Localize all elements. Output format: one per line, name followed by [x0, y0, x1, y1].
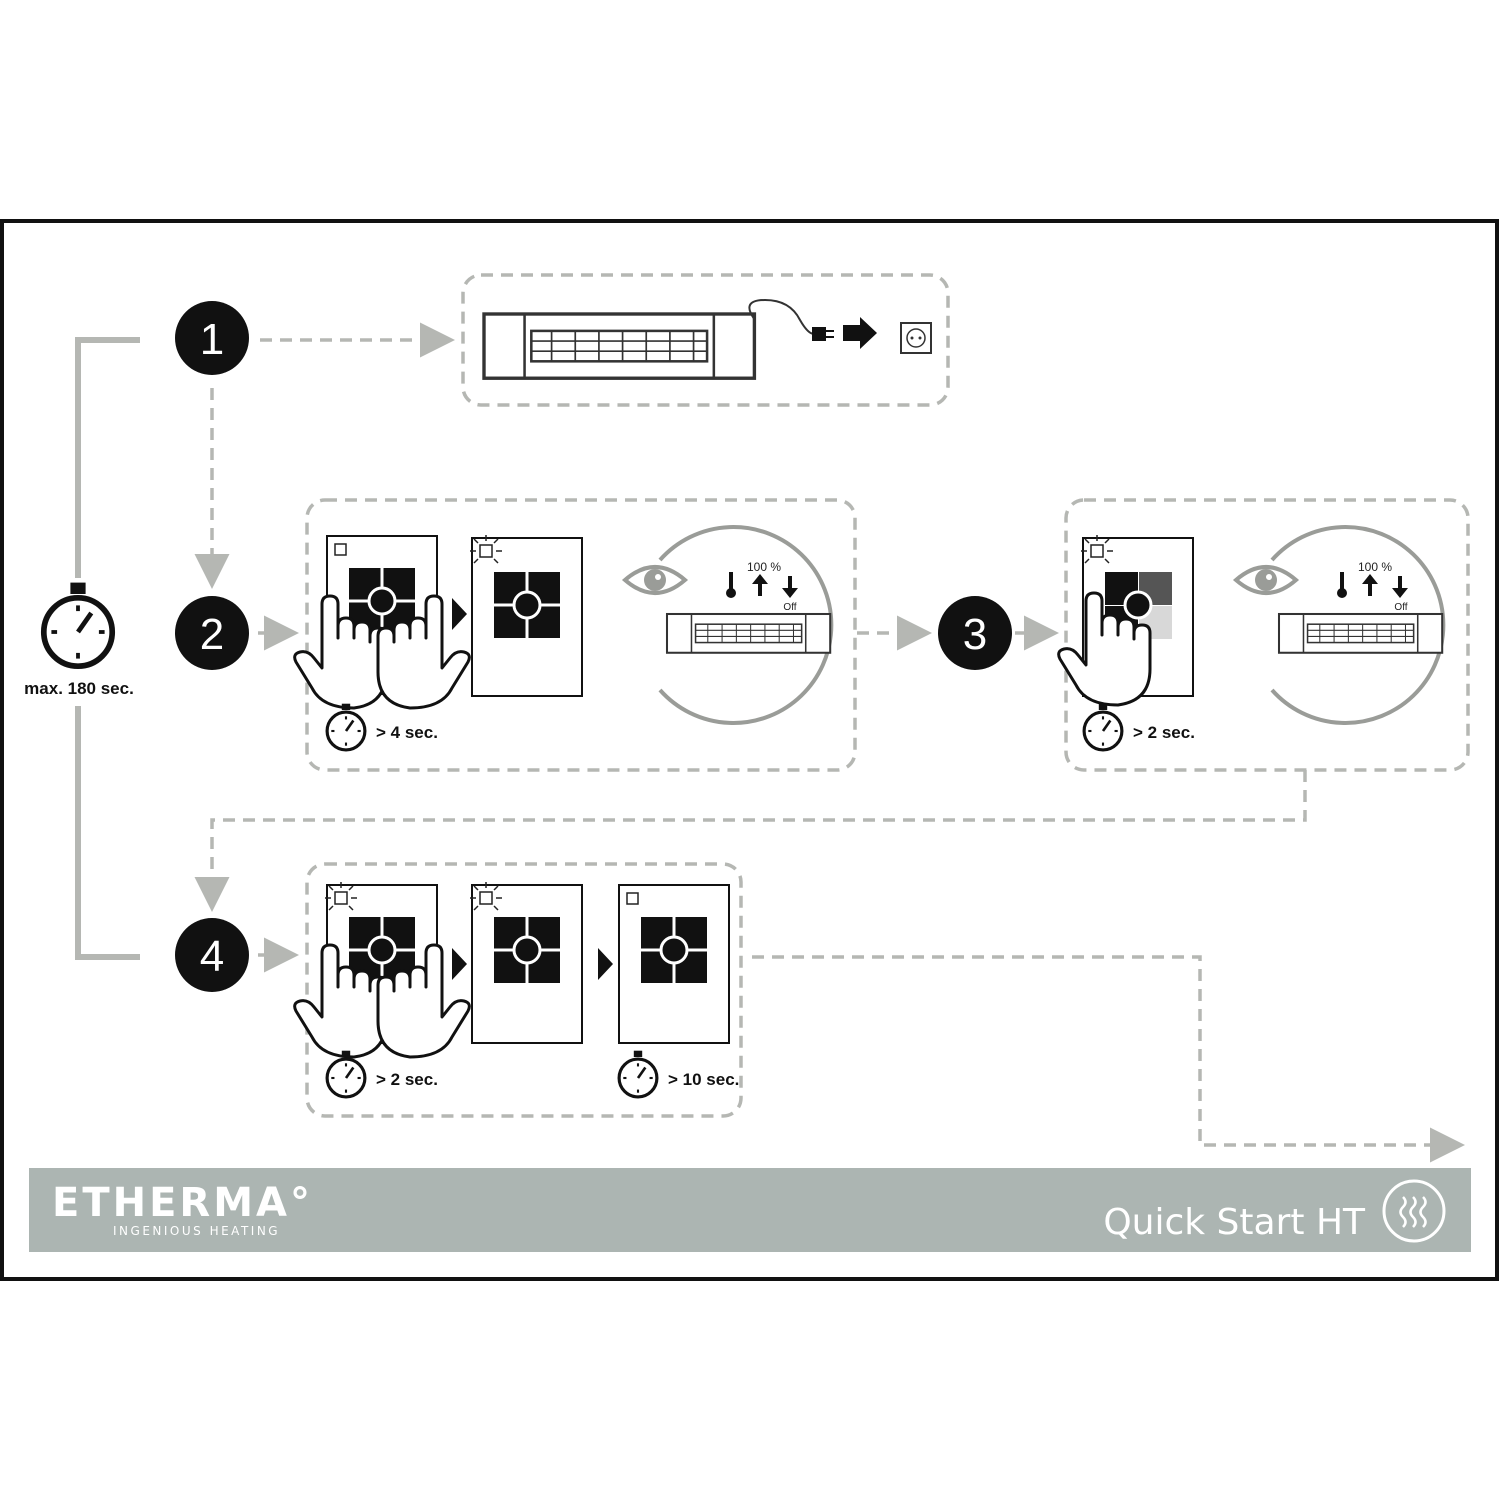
step-4-panel-press — [293, 881, 471, 1059]
thermometer-icon — [1337, 572, 1347, 598]
brand-name: ETHERMA° — [52, 1180, 313, 1226]
step-4-panel-blink — [469, 881, 583, 1044]
svg-text:Off: Off — [1394, 602, 1407, 613]
step-4-badge: 4 — [175, 918, 249, 992]
overall-timer-label: max. 180 sec. — [24, 679, 134, 698]
timing-bracket — [75, 337, 140, 960]
step-4-panel-off — [618, 884, 730, 1044]
svg-text:1: 1 — [200, 315, 224, 364]
outer-frame — [0, 219, 1499, 1281]
step-2-display-check: 100 % Off — [623, 525, 834, 725]
step-4-timer-label-b: > 10 sec. — [668, 1070, 739, 1089]
step-2-panel-press — [293, 535, 471, 710]
arrow-down-icon — [782, 576, 798, 598]
svg-text:4: 4 — [200, 932, 224, 981]
step-2-timer-label: > 4 sec. — [376, 723, 438, 742]
arrow-icon — [452, 948, 467, 980]
step-1-heater-illustration — [482, 298, 834, 380]
svg-text:3: 3 — [963, 610, 987, 659]
heat-waves-icon — [1382, 1179, 1446, 1243]
svg-text:100 %: 100 % — [1358, 560, 1392, 574]
arrow-icon — [598, 948, 613, 980]
step-4-timer-label-a: > 2 sec. — [376, 1070, 438, 1089]
footer-band — [29, 1168, 1471, 1252]
step-2-badge: 2 — [175, 596, 249, 670]
brand-tagline: INGENIOUS HEATING — [113, 1224, 280, 1238]
arrow-icon — [452, 598, 467, 630]
svg-text:100 %: 100 % — [747, 560, 781, 574]
step-3-display-check: 100 % Off — [1234, 525, 1446, 725]
arrow-up-icon — [1362, 574, 1378, 596]
arrow-right-icon — [843, 317, 877, 349]
step-boxes — [305, 273, 1470, 1118]
svg-text:2: 2 — [200, 610, 224, 659]
step-3-badge: 3 — [938, 596, 1012, 670]
step-3-panel-press — [1057, 534, 1194, 707]
thermometer-icon — [726, 572, 736, 598]
svg-text:Off: Off — [783, 602, 796, 613]
flow-lines — [194, 322, 1465, 1163]
footer-title: Quick Start HT — [1103, 1202, 1366, 1243]
step-3-timer-label: > 2 sec. — [1133, 723, 1195, 742]
step-2-panel-blink — [469, 534, 583, 697]
power-socket-icon — [900, 322, 932, 354]
arrow-up-icon — [752, 574, 768, 596]
step-1-badge: 1 — [175, 301, 249, 375]
arrow-down-icon — [1392, 576, 1408, 598]
